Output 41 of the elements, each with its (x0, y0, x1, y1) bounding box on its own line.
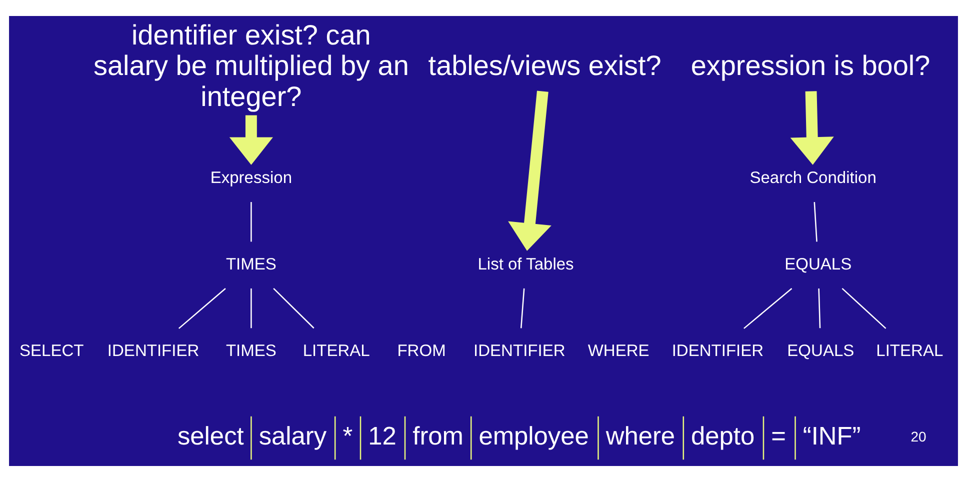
node-text: FROM (396, 340, 446, 360)
node-text: TIMES (225, 340, 276, 360)
connector (813, 201, 817, 242)
label: depto (690, 422, 754, 450)
node-text: Search Condition (749, 168, 876, 187)
connector (743, 287, 792, 328)
connector (841, 288, 886, 328)
connector (520, 288, 524, 328)
node-text: IDENTIFIER (106, 340, 199, 360)
node-text: TIMES (225, 254, 276, 273)
node-text: Expression (210, 168, 292, 187)
node-text: WHERE (587, 340, 649, 360)
node-text: EQUALS (786, 340, 854, 360)
node-text: IDENTIFIER (473, 340, 565, 360)
arrow (790, 90, 834, 164)
label: select (176, 422, 244, 450)
connector (272, 288, 314, 328)
connector (250, 288, 252, 328)
label: salary (258, 422, 326, 450)
node-text: identifier exist? can salary be multiplied by an integer? (92, 19, 408, 112)
connector (818, 288, 820, 328)
node-text: EQUALS (784, 254, 852, 273)
label: 20 (910, 428, 926, 444)
arrow (228, 114, 272, 164)
label: = (770, 422, 786, 450)
node-text: SELECT (18, 340, 84, 360)
connector (178, 287, 226, 328)
node-text: List of Tables (477, 254, 574, 273)
label: * (342, 422, 352, 450)
label: 12 (368, 422, 396, 450)
arrow (508, 90, 551, 250)
label: “INF” (802, 422, 860, 450)
connector (250, 202, 252, 242)
node-text: tables/views exist? (428, 50, 661, 81)
label: employee (478, 422, 588, 450)
node-text: expression is bool? (690, 50, 930, 81)
node-text: LITERAL (302, 340, 370, 360)
label: where (605, 422, 675, 450)
node-text: LITERAL (876, 340, 943, 360)
node-text: IDENTIFIER (671, 340, 764, 360)
label: from (412, 422, 463, 450)
